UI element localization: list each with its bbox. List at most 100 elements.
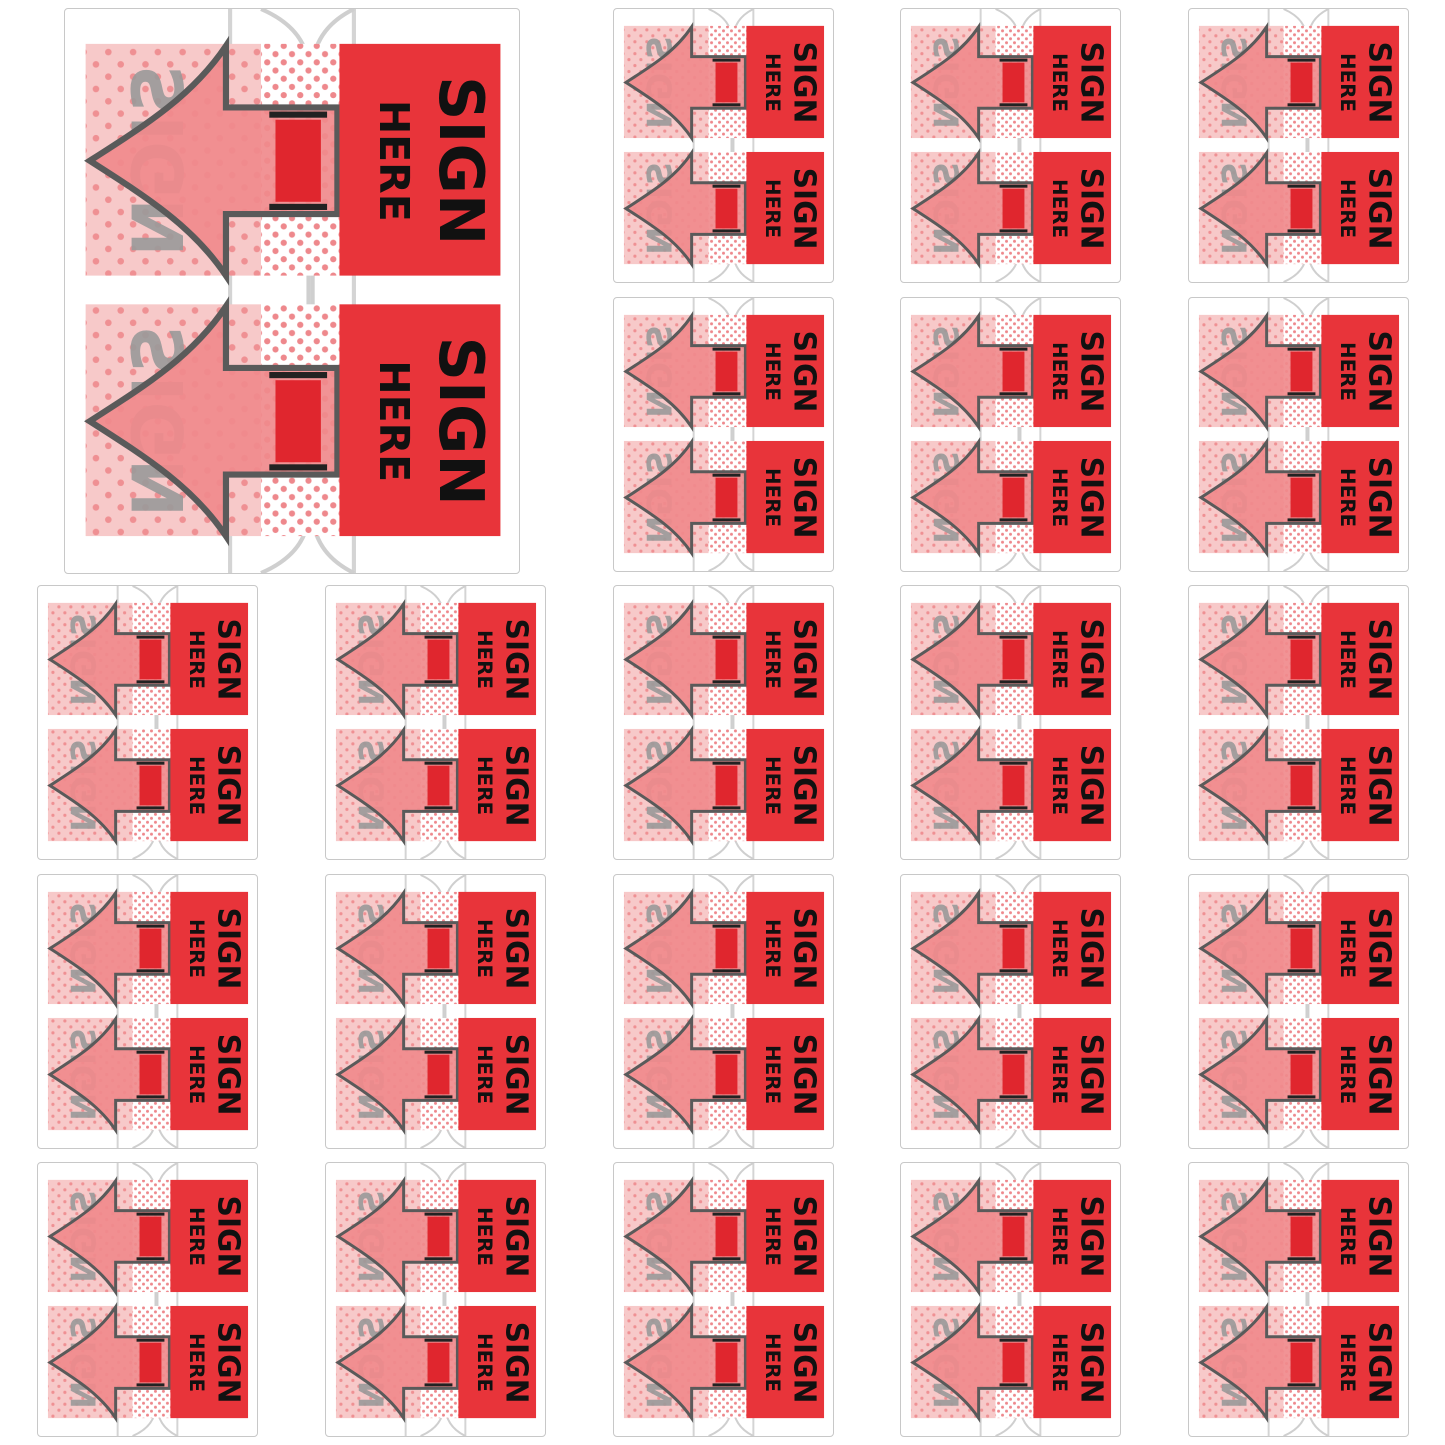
flag-text-here: HERE bbox=[761, 53, 784, 112]
dispenser-curve bbox=[1019, 9, 1041, 282]
dispenser-edge bbox=[1287, 806, 1316, 810]
arrow-icon bbox=[623, 437, 747, 559]
flag-text-here: HERE bbox=[1336, 919, 1359, 978]
dispenser-tab bbox=[427, 928, 450, 969]
dispenser-edge bbox=[1287, 1095, 1316, 1099]
arrow-icon bbox=[1198, 1014, 1322, 1136]
sign-here-flag bbox=[746, 602, 825, 716]
dispenser-tab bbox=[1002, 477, 1025, 518]
arrow-icon bbox=[623, 887, 747, 1009]
dispenser-curve bbox=[310, 9, 355, 573]
dispenser-edge bbox=[1287, 1257, 1316, 1261]
sign-here-flag bbox=[746, 1017, 825, 1131]
dispenser-curve bbox=[420, 586, 445, 859]
dispenser-tab bbox=[715, 1342, 738, 1383]
dispenser-edge bbox=[712, 518, 741, 522]
dispenser-edge bbox=[712, 1095, 741, 1099]
flag-text-sign: SIGN bbox=[211, 1322, 246, 1404]
small-flag-package: SIGNSIGNHERESIGNSIGNHERE bbox=[613, 1162, 834, 1437]
package-art: SIGNSIGNHERESIGNSIGNHERE bbox=[1198, 875, 1400, 1148]
dispenser-edge bbox=[424, 1383, 453, 1387]
flag-text-here: HERE bbox=[761, 1207, 784, 1266]
arrow-icon bbox=[84, 296, 341, 547]
dispenser-edge bbox=[712, 473, 741, 477]
dispenser-edge bbox=[712, 1338, 741, 1342]
dispenser-curve bbox=[1283, 9, 1308, 282]
flag-text-sign: SIGN bbox=[425, 337, 497, 506]
arrow-icon bbox=[623, 598, 747, 720]
dispenser-tab bbox=[715, 62, 738, 103]
dispenser-curve bbox=[1307, 875, 1329, 1148]
flag-text-here: HERE bbox=[1048, 342, 1071, 401]
dispenser-tab bbox=[1290, 62, 1313, 103]
sign-here-flag bbox=[1033, 728, 1112, 842]
flag-text-sign: SIGN bbox=[211, 908, 246, 990]
flags: SIGNSIGNHERESIGNSIGNHERE bbox=[910, 598, 1112, 847]
flag-text-sign: SIGN bbox=[1362, 1322, 1397, 1404]
sign-here-flag bbox=[1321, 1179, 1400, 1293]
dispenser-curve bbox=[732, 298, 754, 571]
dispenser-tab bbox=[139, 1054, 162, 1095]
dispenser-curve bbox=[995, 298, 1020, 571]
flags: SIGNSIGNHERESIGNSIGNHERE bbox=[1198, 310, 1400, 559]
sign-here-flag bbox=[746, 1179, 825, 1293]
sign-here-flag bbox=[1321, 1305, 1400, 1419]
arrow-icon bbox=[1198, 725, 1322, 847]
small-flag-package: SIGNSIGNHERESIGNSIGNHERE bbox=[900, 1162, 1121, 1437]
dispenser-edge bbox=[424, 680, 453, 684]
dispenser-tab bbox=[139, 765, 162, 806]
dispenser-tab bbox=[1002, 765, 1025, 806]
dispenser-tab bbox=[1290, 477, 1313, 518]
dispenser-curve bbox=[995, 875, 1020, 1148]
flag-text-sign: SIGN bbox=[1074, 619, 1109, 701]
arrow-icon bbox=[910, 437, 1034, 559]
arrow-icon bbox=[47, 598, 171, 720]
dispenser-edge bbox=[712, 1383, 741, 1387]
small-flag-package: SIGNSIGNHERESIGNSIGNHERE bbox=[900, 297, 1121, 572]
dispenser-edge bbox=[999, 229, 1028, 233]
arrow-icon bbox=[910, 21, 1034, 143]
arrow-icon bbox=[335, 725, 459, 847]
dispenser-curve bbox=[132, 586, 157, 859]
sign-here-flag bbox=[339, 43, 501, 276]
flags: SIGNSIGNHERESIGNSIGNHERE bbox=[623, 1175, 825, 1424]
small-flag-package: SIGNSIGNHERESIGNSIGNHERE bbox=[1188, 1162, 1409, 1437]
flag-text-here: HERE bbox=[473, 756, 496, 815]
package-art: SIGNSIGNHERESIGNSIGNHERE bbox=[910, 298, 1112, 571]
package-art: SIGNSIGNHERESIGNSIGNHERE bbox=[910, 1163, 1112, 1436]
flag-text-here: HERE bbox=[185, 1045, 208, 1104]
dispenser-curve bbox=[444, 1163, 466, 1436]
dispenser-edge bbox=[712, 1050, 741, 1054]
dispenser-edge bbox=[136, 680, 165, 684]
dispenser-curve bbox=[732, 875, 754, 1148]
sign-here-flag bbox=[170, 728, 249, 842]
package-art: SIGNSIGNHERESIGNSIGNHERE bbox=[623, 586, 825, 859]
flag-text-here: HERE bbox=[1048, 468, 1071, 527]
dispenser-edge bbox=[712, 969, 741, 973]
sign-here-flag bbox=[1033, 151, 1112, 265]
small-flag-package: SIGNSIGNHERESIGNSIGNHERE bbox=[900, 8, 1121, 283]
flag-text-here: HERE bbox=[1336, 756, 1359, 815]
flag-text-sign: SIGN bbox=[499, 1322, 534, 1404]
flags: SIGNSIGNHERESIGNSIGNHERE bbox=[623, 887, 825, 1136]
arrow-icon bbox=[335, 1014, 459, 1136]
small-flag-package: SIGNSIGNHERESIGNSIGNHERE bbox=[325, 874, 546, 1149]
package-art: SIGNSIGNHERESIGNSIGNHERE bbox=[623, 1163, 825, 1436]
arrow-icon bbox=[623, 1175, 747, 1297]
flag-text-here: HERE bbox=[761, 919, 784, 978]
dispenser-edge bbox=[1287, 924, 1316, 928]
dispenser-edge bbox=[999, 969, 1028, 973]
sign-here-flag bbox=[1321, 728, 1400, 842]
flags: SIGNSIGNHERESIGNSIGNHERE bbox=[623, 21, 825, 270]
flag-text-sign: SIGN bbox=[1362, 457, 1397, 539]
dispenser-curve bbox=[156, 1163, 178, 1436]
small-flag-package: SIGNSIGNHERESIGNSIGNHERE bbox=[900, 874, 1121, 1149]
arrow-icon bbox=[910, 1014, 1034, 1136]
dispenser-curve bbox=[1283, 298, 1308, 571]
dispenser-tab bbox=[1002, 62, 1025, 103]
dispenser-tab bbox=[139, 1216, 162, 1257]
dispenser-curve bbox=[708, 1163, 733, 1436]
dispenser-edge bbox=[136, 806, 165, 810]
sign-here-flag bbox=[458, 891, 537, 1005]
flag-text-sign: SIGN bbox=[499, 745, 534, 827]
